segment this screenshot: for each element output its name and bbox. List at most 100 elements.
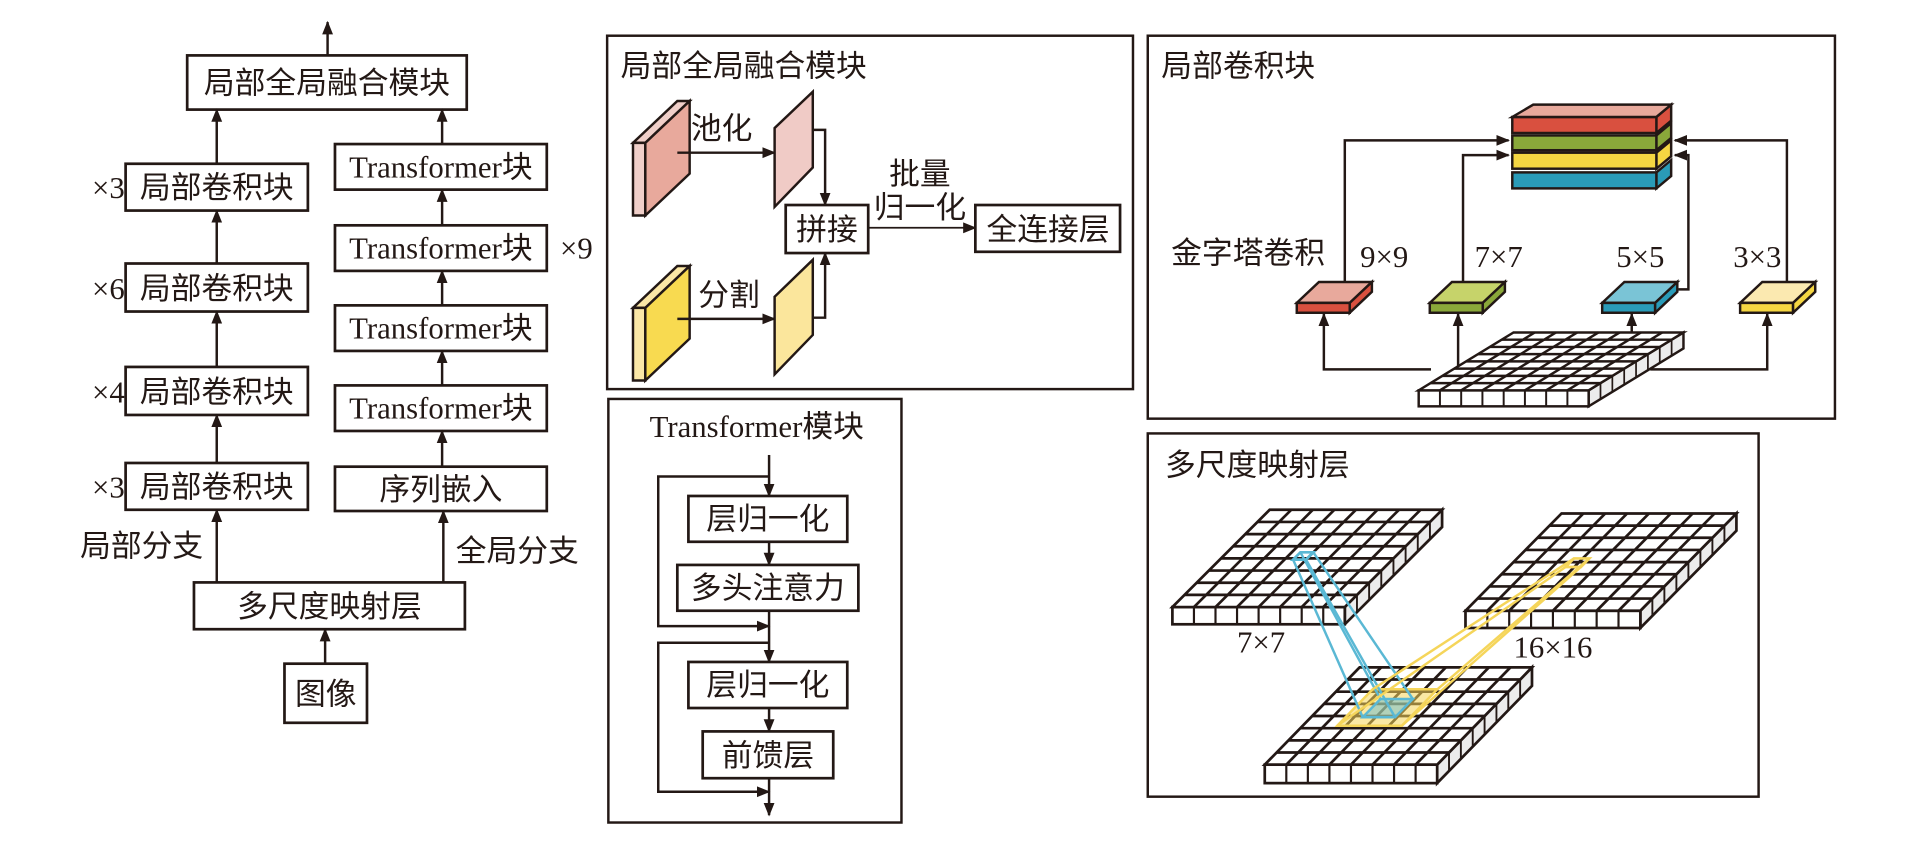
main-flow: 局部全局融合模块 局部卷积块 ×3 局部卷积块 ×6 局部卷积块 ×4 局部卷积… [80, 20, 593, 725]
kernel-size-label: 9×9 [1360, 240, 1408, 274]
kernel-size-label: 7×7 [1475, 240, 1523, 274]
large-projection-line [1436, 557, 1591, 691]
stack-layer-front [1511, 115, 1658, 135]
local-conv-panel: 局部卷积块 金字塔卷积 9×9 7×7 5×5 3×3 [1146, 34, 1837, 420]
local-block-4: 局部卷积块 ×3 [92, 461, 310, 512]
small-projection-line [1291, 559, 1364, 718]
layer-norm-label: 层归一化 [706, 502, 829, 536]
local-block-3: 局部卷积块 ×4 [92, 365, 310, 417]
projection-lines [1289, 550, 1593, 727]
image-label: 图像 [295, 677, 357, 711]
transformer-repeat-count: ×9 [560, 232, 593, 266]
kernel-front-face [1738, 301, 1795, 314]
kernel-side-face [1653, 279, 1679, 316]
kernel-front-face [1428, 301, 1484, 314]
local-block-2: 局部卷积块 ×6 [92, 262, 310, 313]
pooled-feature-map [773, 88, 815, 210]
transformer-block-4: Transformer块 [333, 384, 549, 433]
pooled-to-concat-arrow [812, 128, 831, 207]
feed-forward-label: 前馈层 [722, 739, 814, 773]
small-projection-line [1304, 559, 1397, 718]
local-block-label: 局部卷积块 [140, 171, 294, 205]
fusion-module-label: 局部全局融合模块 [204, 67, 450, 101]
fc-layer-box: 全连接层 [973, 203, 1122, 254]
concat-label: 拼接 [796, 213, 858, 247]
layer-norm-label: 层归一化 [706, 669, 829, 703]
kernel-side-face [1791, 279, 1817, 316]
pyramid-conv-label: 金字塔卷积 [1171, 237, 1325, 271]
kernel-side-face [1348, 279, 1374, 316]
kernel-side-face [1481, 279, 1507, 316]
kernel-front-face [1295, 301, 1351, 314]
large-projection-line [1336, 565, 1567, 727]
transformer-block-1: Transformer块 [333, 142, 549, 191]
small-projection-line [1299, 551, 1382, 700]
fc-layer-label: 全连接层 [986, 213, 1109, 247]
split-to-concat-arrow [812, 251, 831, 319]
small-patch-label: 7×7 [1237, 626, 1285, 660]
kernel-block [1293, 279, 1375, 316]
attention-box: 多头注意力 [675, 563, 860, 613]
transformer-block-3: Transformer块 [333, 304, 549, 353]
repeat-count: ×6 [92, 272, 125, 306]
kernel-5-output-arrow [1673, 149, 1690, 291]
kernel-3-output-arrow [1673, 134, 1789, 282]
local-block-label: 局部卷积块 [140, 376, 294, 410]
transformer-panel-title: Transformer模块 [650, 410, 864, 444]
residual-connection-1 [657, 475, 771, 632]
kernel-size-label: 3×3 [1733, 240, 1781, 274]
input-to-kernel-3-arrow [1650, 312, 1773, 371]
transformer-block-label: Transformer块 [349, 150, 532, 184]
kernel-block [1599, 279, 1681, 316]
kernel-size-label: 5×5 [1616, 240, 1664, 274]
patch-grid-7x7 [1169, 506, 1446, 628]
pooling-input-feature [629, 98, 693, 219]
fusion-panel: 局部全局融合模块 池化 分割 拼接 批量 归一化 全连接层 [605, 34, 1135, 391]
kernel-block [1426, 279, 1508, 316]
split-label: 分割 [698, 278, 760, 312]
batch-norm-label-line1: 批量 [889, 158, 951, 192]
large-projection-line [1401, 566, 1582, 727]
kernel-7-output-arrow [1461, 149, 1510, 282]
local-conv-panel-title: 局部卷积块 [1161, 49, 1315, 83]
kernel-front-face [1600, 301, 1657, 314]
transformer-block-label: Transformer块 [349, 312, 532, 346]
local-block-label: 局部卷积块 [140, 272, 294, 306]
stack-layer-front [1511, 134, 1658, 152]
pooling-label: 池化 [691, 112, 753, 146]
image-box: 图像 [283, 662, 369, 725]
stack-layer-front [1511, 151, 1658, 170]
multi-scale-layer-box: 多尺度映射层 [192, 581, 467, 631]
layer-norm-1-box: 层归一化 [687, 494, 849, 544]
local-block-label: 局部卷积块 [140, 470, 294, 504]
kernel-9-output-arrow [1343, 134, 1510, 282]
input-to-kernel-9-arrow [1318, 312, 1432, 371]
split-feature-map [773, 256, 815, 378]
local-block-1: 局部卷积块 ×3 [92, 162, 310, 212]
input-feature-grid [1414, 330, 1688, 409]
layer-norm-2-box: 层归一化 [687, 660, 849, 710]
multi-scale-panel-title: 多尺度映射层 [1165, 448, 1350, 482]
concatenated-feature-stack [1507, 102, 1675, 192]
stack-layer-front [1511, 171, 1658, 190]
pyramid-kernels [1293, 279, 1819, 316]
attention-label: 多头注意力 [691, 571, 845, 605]
transformer-block-2: Transformer块 [333, 223, 549, 273]
transformer-block-label: Transformer块 [349, 392, 532, 426]
local-branch-label: 局部分支 [80, 530, 203, 564]
global-branch-label: 全局分支 [456, 534, 579, 568]
large-patch-label: 16×16 [1513, 631, 1592, 665]
concat-box: 拼接 [784, 203, 870, 255]
repeat-count: ×3 [92, 171, 125, 205]
residual-connection-2 [657, 641, 771, 798]
split-input-feature [629, 263, 693, 384]
repeat-count: ×4 [92, 376, 125, 410]
batch-norm-label-line2: 归一化 [874, 191, 966, 225]
multi-scale-panel: 多尺度映射层 7×7 16×16 [1146, 432, 1760, 798]
large-projection-line [1372, 557, 1575, 691]
sequence-embedding-box: 序列嵌入 [333, 465, 549, 513]
feed-forward-box: 前馈层 [701, 730, 835, 780]
stack-top-face [1507, 103, 1675, 119]
multi-scale-layer-label: 多尺度映射层 [237, 590, 422, 624]
